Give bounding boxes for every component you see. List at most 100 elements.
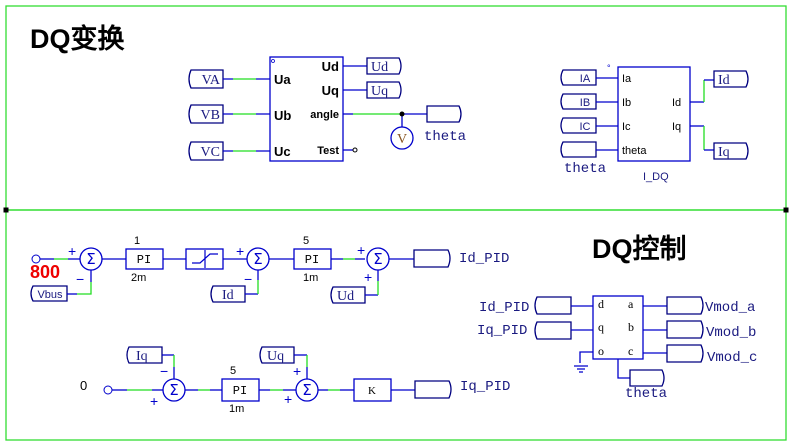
port-ua: Ua <box>274 72 291 87</box>
junction-dot <box>399 111 405 117</box>
input-label-ia[interactable]: IA <box>560 69 597 86</box>
port-ud: Ud <box>322 59 339 74</box>
voltmeter-icon: V <box>397 132 407 147</box>
input-label-iq-pid[interactable] <box>534 321 572 340</box>
svg-text:+: + <box>364 269 372 285</box>
pi-controller-1[interactable]: PI <box>125 248 164 270</box>
wire <box>401 113 427 128</box>
feedback-label-iq[interactable]: Iq <box>126 346 163 364</box>
node-name-vmod-c: Vmod_c <box>707 350 757 366</box>
summing-junction[interactable]: Σ <box>79 247 103 271</box>
input-label-theta[interactable] <box>560 141 597 158</box>
output-label-id-pid[interactable] <box>413 249 451 268</box>
summing-junction[interactable]: Σ <box>246 247 270 271</box>
gain-block-k[interactable]: K <box>353 378 392 402</box>
limiter-block[interactable] <box>185 248 224 270</box>
input-label-id-pid[interactable] <box>534 296 572 315</box>
svg-text:K: K <box>368 385 376 397</box>
input-label-vb[interactable]: VB <box>188 104 224 124</box>
svg-text:Uq: Uq <box>267 349 284 364</box>
wire <box>343 65 367 91</box>
dq-control-frame <box>5 209 787 441</box>
svg-text:Σ: Σ <box>169 381 178 399</box>
output-label-vmod-b[interactable] <box>666 320 704 339</box>
dq-inverse-block[interactable]: d q o a b c <box>592 295 644 360</box>
feedback-label-vbus[interactable]: Vbus <box>30 285 68 302</box>
output-label-vmod-a[interactable] <box>666 296 704 315</box>
input-label-ib[interactable]: IB <box>560 93 597 110</box>
svg-text:Σ: Σ <box>86 250 95 268</box>
voltmeter[interactable]: V <box>390 126 414 150</box>
svg-text:Iq: Iq <box>672 121 681 133</box>
output-label-iq-pid[interactable] <box>414 380 452 399</box>
output-label-vmod-c[interactable] <box>666 344 704 363</box>
svg-text:+: + <box>293 363 301 379</box>
svg-text:IA: IA <box>580 73 591 85</box>
svg-text:Ia: Ia <box>622 73 632 85</box>
svg-text:b: b <box>628 320 634 334</box>
reference-value: 800 <box>30 262 60 282</box>
input-label-va[interactable]: VA <box>188 69 224 89</box>
svg-text:+: + <box>236 243 244 259</box>
input-label-theta-inverse[interactable] <box>629 369 665 387</box>
svg-text:−: − <box>76 271 84 287</box>
pi-time-constant: 2m <box>131 272 146 284</box>
svg-text:PI: PI <box>137 253 151 267</box>
svg-text:d: d <box>598 297 604 311</box>
feedforward-label-ud[interactable]: Ud <box>330 286 366 304</box>
svg-text:Σ: Σ <box>373 250 382 268</box>
svg-text:+: + <box>150 393 158 409</box>
node-name-vmod-a: Vmod_a <box>705 300 755 316</box>
node-name-iq-pid: Iq_PID <box>460 379 510 395</box>
reference-source-0[interactable] <box>103 385 113 395</box>
summing-junction[interactable]: Σ <box>366 247 390 271</box>
dq-transform-block[interactable]: Ua Ub Uc Ud Uq angle Test <box>269 56 344 162</box>
wire <box>77 282 92 295</box>
output-label-id[interactable]: Id <box>713 70 749 88</box>
test-terminal[interactable] <box>352 147 358 153</box>
svg-text:Vbus: Vbus <box>37 289 63 301</box>
wire <box>596 77 618 151</box>
pi-gain: 1 <box>134 235 140 247</box>
output-label-theta[interactable] <box>426 105 462 123</box>
svg-text:Σ: Σ <box>253 250 262 268</box>
wire <box>643 305 667 354</box>
port-test: Test <box>317 145 339 157</box>
i-dq-block-name: I_DQ <box>643 171 669 183</box>
pi-controller-2[interactable]: PI <box>293 248 332 270</box>
svg-text:Iq: Iq <box>136 349 148 364</box>
i-dq-block[interactable]: Ia Ib Ic theta Id Iq <box>617 66 691 162</box>
frame-junction <box>3 207 9 213</box>
svg-text:Ib: Ib <box>622 97 631 109</box>
svg-text:+: + <box>68 243 76 259</box>
svg-text:IB: IB <box>580 97 590 109</box>
svg-text:VC: VC <box>201 145 220 160</box>
summing-junction[interactable]: Σ <box>162 378 186 402</box>
output-label-ud[interactable]: Ud <box>366 57 402 75</box>
svg-text:VA: VA <box>202 73 221 88</box>
wire <box>571 305 593 331</box>
theta-node-name: theta <box>625 386 667 402</box>
summing-junction[interactable]: Σ <box>295 378 319 402</box>
input-label-ic[interactable]: IC <box>560 117 597 134</box>
feedforward-label-uq[interactable]: Uq <box>259 346 295 364</box>
output-label-iq[interactable]: Iq <box>713 142 749 160</box>
svg-text:Σ: Σ <box>302 381 311 399</box>
svg-text:Id: Id <box>222 288 234 303</box>
svg-text:Ud: Ud <box>371 60 388 75</box>
svg-text:Ud: Ud <box>337 289 354 304</box>
svg-text:°: ° <box>607 63 611 73</box>
output-label-uq[interactable]: Uq <box>366 81 402 99</box>
reference-value: 0 <box>80 378 87 393</box>
svg-text:−: − <box>160 363 168 379</box>
ground-icon <box>574 351 593 373</box>
section-title-dq-transform: DQ变换 <box>30 23 125 54</box>
pi-gain: 5 <box>230 365 236 377</box>
port-ub: Ub <box>274 108 291 123</box>
input-label-vc[interactable]: VC <box>188 141 224 161</box>
feedback-label-id[interactable]: Id <box>210 285 246 303</box>
pi-controller-3[interactable]: PI <box>221 378 260 402</box>
pi-gain: 5 <box>303 235 309 247</box>
svg-text:Uq: Uq <box>371 84 388 99</box>
